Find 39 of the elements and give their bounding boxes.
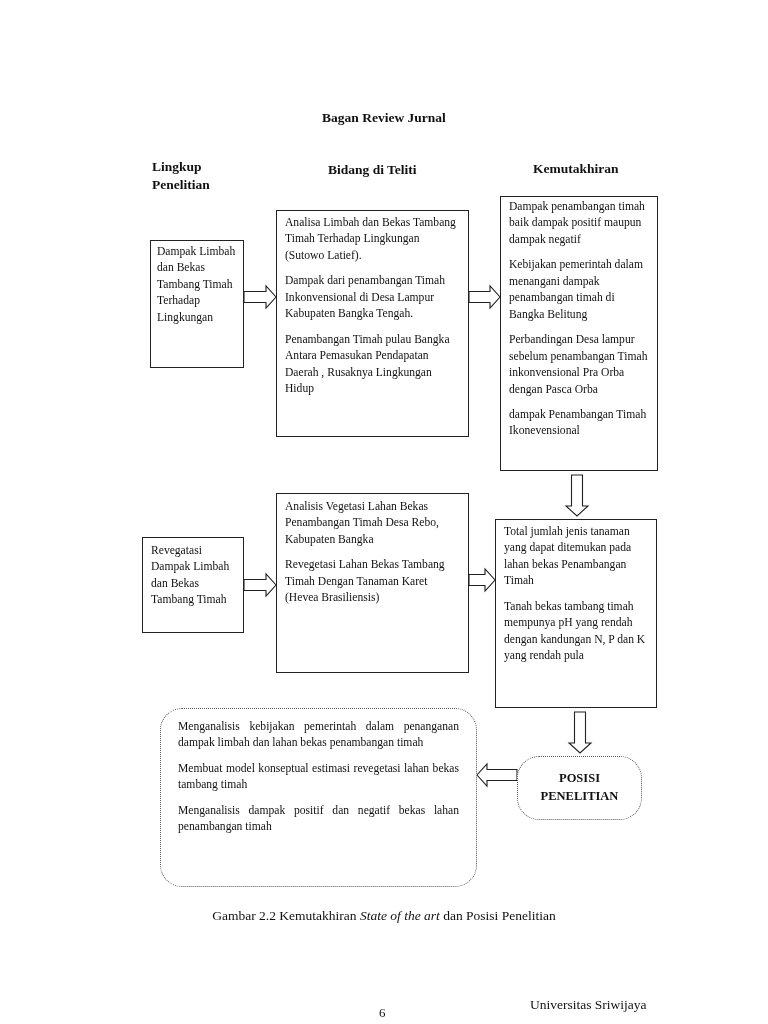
box-text: Menganalisis kebijakan pemerintah dalam penanganan dampak limbah dan lahan bekas penambangan timah (178, 719, 459, 752)
box-text: Total jumlah jenis tanaman yang dapat ditemukan pada lahan bekas Penambangan Timah (504, 524, 633, 590)
box-text: Menganalisis dampak positif dan negatif bekas lahan penambangan timah (178, 802, 459, 836)
block-arrow (476, 762, 518, 788)
rounded-box (160, 708, 477, 887)
block-arrow (468, 284, 501, 310)
box-text: Analisis Vegetasi Lahan Bekas Penambangan Timah Desa Rebo, Kabupaten Bangka (285, 499, 440, 548)
box-text: Analisa Limbah dan Bekas Tambang Timah Terhadap Lingkungan (Sutowo Latief). (285, 215, 457, 264)
block-arrow (564, 474, 590, 517)
box-text: Dampak Limbah dan Bekas Tambang Timah Terhadap Lingkungan (157, 244, 237, 326)
column-heading: Lingkup Penelitian (152, 158, 211, 195)
box-text: Perbandingan Desa lampur sebelum penambangan Timah inkonvensional Pra Orba dengan Pasca Orba (509, 332, 649, 398)
diagram-title: Bagan Review Jurnal (321, 110, 447, 126)
text-box (276, 210, 469, 437)
footer-text: Universitas Sriwijaya (530, 996, 647, 1014)
box-text: Dampak penambangan timah baik dampak positif maupun dampak negatif (509, 199, 646, 248)
box-text: Tanah bekas tambang timah mempunya pH yang rendah dengan kandungan N, P dan K yang rendah pula (504, 598, 647, 665)
box-text: dampak Penambangan Timah Ikonevensional (509, 407, 648, 440)
column-heading: Bidang di Teliti (328, 161, 417, 179)
block-arrow (243, 284, 277, 310)
block-arrow (567, 711, 593, 754)
rounded-box (517, 756, 642, 820)
box-text: Kebijakan pemerintah dalam menangani dampak penambangan timah di Bangka Belitung (509, 257, 644, 323)
figure-caption: Gambar 2.2 Kemutakhiran State of the art dan Posisi Penelitian (211, 908, 557, 924)
text-box (276, 493, 469, 673)
block-arrow (243, 572, 277, 598)
box-text: Revegatasi Dampak Limbah dan Bekas Tambang Timah (151, 543, 231, 609)
box-text: Revegetasi Lahan Bekas Tambang Timah Dengan Tanaman Karet (Hevea Brasiliensis) (285, 557, 446, 607)
block-arrow (468, 567, 496, 593)
box-text: Dampak dari penambangan Timah Inkonvensional di Desa Lampur Kabupaten Bangka Tengah. (285, 273, 447, 323)
text-box (495, 519, 657, 708)
page-number: 6 (379, 1004, 386, 1022)
text-box (150, 240, 244, 368)
text-box (500, 196, 658, 471)
text-box (142, 537, 244, 633)
column-heading: Kemutakhiran (533, 160, 619, 178)
box-heading: POSISI PENELITIAN (539, 770, 620, 805)
box-text: Membuat model konseptual estimasi revegetasi lahan bekas tambang timah (178, 760, 459, 794)
box-text: Penambangan Timah pulau Bangka Antara Pemasukan Pendapatan Daerah , Rusaknya Lingkungan Hidup (285, 331, 451, 398)
